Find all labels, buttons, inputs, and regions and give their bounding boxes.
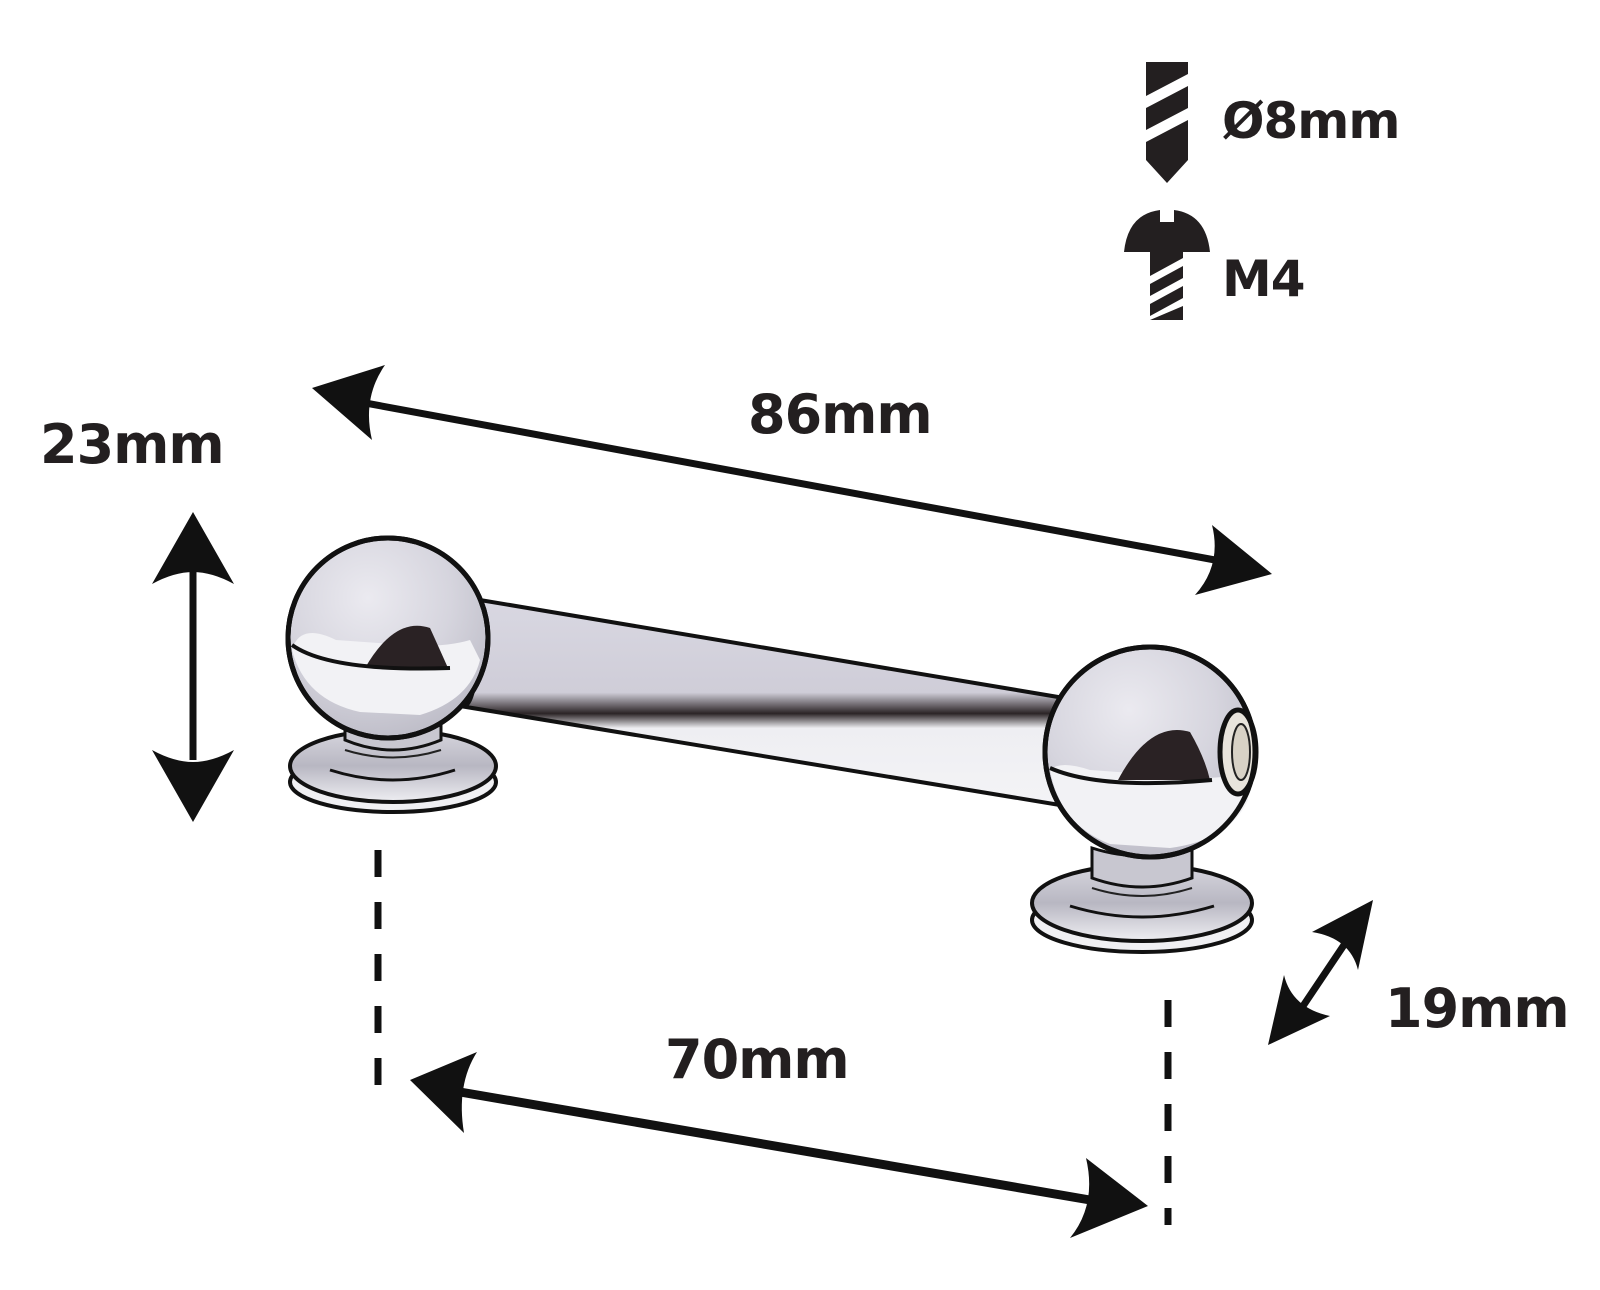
overall-length-label: 86mm [748, 383, 933, 446]
handle-illustration [285, 535, 1259, 954]
overall-length-arrow [312, 365, 1272, 595]
handle-bar [449, 596, 1090, 810]
screw-size-label: M4 [1222, 250, 1306, 308]
right-base [1030, 845, 1254, 954]
drill-bit-icon [1146, 62, 1188, 183]
right-ball [1042, 644, 1259, 860]
hole-spacing-arrow [410, 1052, 1148, 1238]
height-arrow [152, 512, 234, 822]
screw-icon [1124, 210, 1210, 320]
base-diameter-arrow [1268, 900, 1373, 1045]
hole-spacing-label: 70mm [665, 1028, 850, 1091]
drill-diameter-label: Ø8mm [1222, 92, 1400, 150]
height-label: 23mm [40, 413, 225, 476]
left-ball [285, 535, 491, 741]
base-diameter-label: 19mm [1385, 977, 1570, 1040]
